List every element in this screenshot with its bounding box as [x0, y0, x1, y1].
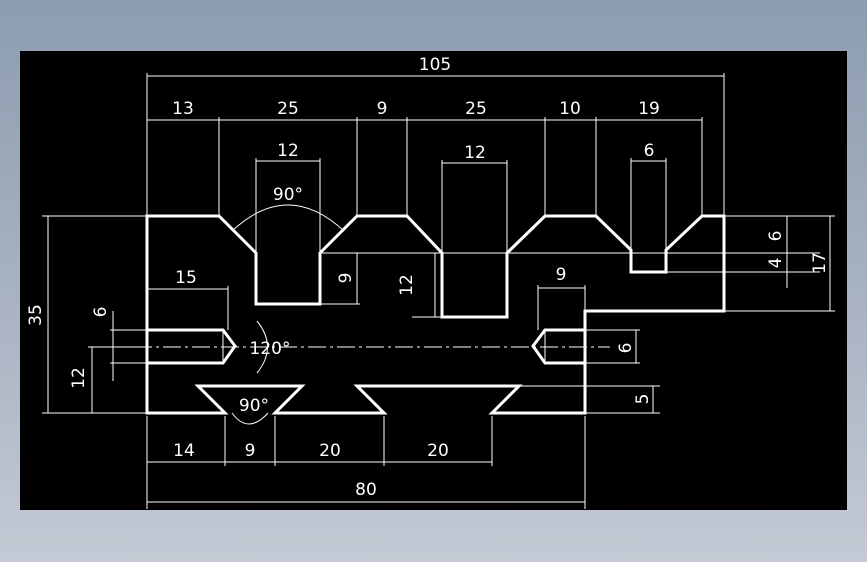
dim-right-6b: 6 — [766, 231, 786, 242]
dim-bottom-20b: 20 — [427, 441, 449, 461]
dim-overall-80: 80 — [355, 480, 377, 500]
dim-depth-9: 9 — [336, 273, 356, 284]
dim-bottom-14: 14 — [173, 441, 195, 461]
right-hole — [531, 328, 585, 365]
dim-top-9: 9 — [377, 99, 388, 119]
dim-right-17: 17 — [810, 252, 830, 274]
dim-depth-12: 12 — [397, 274, 417, 296]
dim-right-step-9: 9 — [556, 265, 567, 285]
dim-right-4: 4 — [766, 258, 786, 269]
dim-angle-90-bottom: 90° — [239, 396, 269, 416]
dim-top-25b: 25 — [465, 99, 487, 119]
dim-bottom-20a: 20 — [319, 441, 341, 461]
dimension-lines — [42, 73, 835, 509]
cad-viewport[interactable]: 105 13 25 9 25 10 19 12 12 6 90° 9 12 9 … — [20, 51, 847, 510]
dim-slot-6: 6 — [644, 141, 655, 161]
dim-bottom-9: 9 — [245, 441, 256, 461]
dim-cone-120: 120° — [250, 339, 291, 359]
dim-right-5: 5 — [633, 394, 653, 405]
dim-slot-12a: 12 — [277, 141, 299, 161]
dim-top-13: 13 — [172, 99, 194, 119]
dim-overall-width: 105 — [419, 55, 451, 75]
dim-top-10: 10 — [559, 99, 581, 119]
dim-slot-12b: 12 — [464, 143, 486, 163]
technical-drawing: 105 13 25 9 25 10 19 12 12 6 90° 9 12 9 … — [26, 55, 835, 509]
dim-hole-depth-15: 15 — [175, 268, 197, 288]
dim-right-6: 6 — [616, 343, 636, 354]
dim-height-35: 35 — [26, 304, 46, 326]
dim-height-12: 12 — [69, 367, 89, 389]
dim-left-6: 6 — [91, 307, 111, 318]
dim-top-25a: 25 — [277, 99, 299, 119]
dim-angle-90-top: 90° — [273, 185, 303, 205]
dim-top-19: 19 — [638, 99, 660, 119]
left-hole — [147, 328, 237, 365]
